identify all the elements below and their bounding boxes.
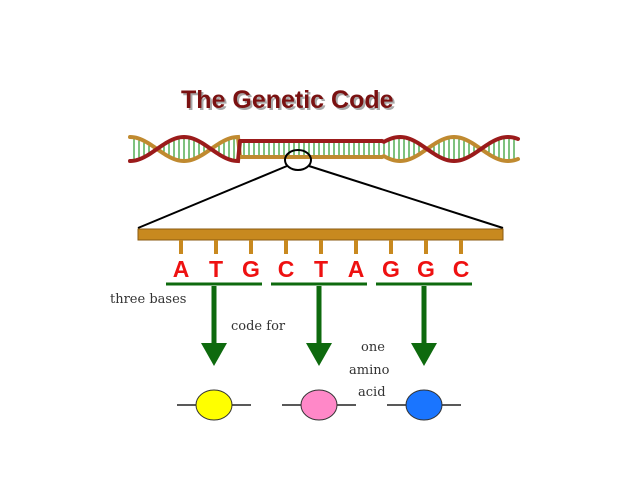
arrow-2: [306, 286, 332, 366]
base-letter: C: [453, 256, 470, 282]
dna-strand-red: [128, 134, 520, 164]
amino-acid-pink: [282, 389, 356, 421]
base-letter: A: [348, 256, 365, 282]
arrow-1: [201, 286, 227, 366]
dna-double-helix: [128, 134, 520, 164]
base-letter: T: [209, 256, 223, 282]
arrow-3: [411, 286, 437, 366]
title-shadow: The Genetic Code: [183, 88, 396, 116]
base-letter: C: [278, 256, 295, 282]
base-letter: A: [173, 256, 190, 282]
arrows: [201, 286, 437, 366]
base-letter: G: [382, 256, 400, 282]
label-amino: amino: [349, 363, 390, 378]
backbone-bar: [137, 228, 504, 241]
base-letter: G: [242, 256, 260, 282]
base-letter: T: [314, 256, 328, 282]
base-stem: [424, 240, 428, 254]
base-stem: [284, 240, 288, 254]
page-title: The Genetic Code: [181, 86, 394, 114]
base-stem: [249, 240, 253, 254]
title-group: The Genetic Code The Genetic Code: [181, 86, 396, 116]
label-code-for: code for: [231, 319, 286, 334]
base-stem: [319, 240, 323, 254]
dna-strand-brown: [128, 134, 520, 164]
zoom-line-right: [308, 165, 504, 229]
zoom-circle: [284, 149, 312, 171]
base-stem: [214, 240, 218, 254]
zoom-line-left: [137, 165, 288, 229]
base-stem: [389, 240, 393, 254]
amino-acid-yellow: [177, 389, 251, 421]
amino-acid-blue: [387, 389, 461, 421]
base-stem: [179, 240, 183, 254]
base-letter: G: [417, 256, 435, 282]
base-stem: [354, 240, 358, 254]
base-stem: [459, 240, 463, 254]
label-three-bases: three bases: [110, 292, 186, 307]
label-one: one: [361, 340, 385, 355]
label-acid: acid: [358, 385, 386, 400]
amino-acids: [177, 389, 461, 421]
